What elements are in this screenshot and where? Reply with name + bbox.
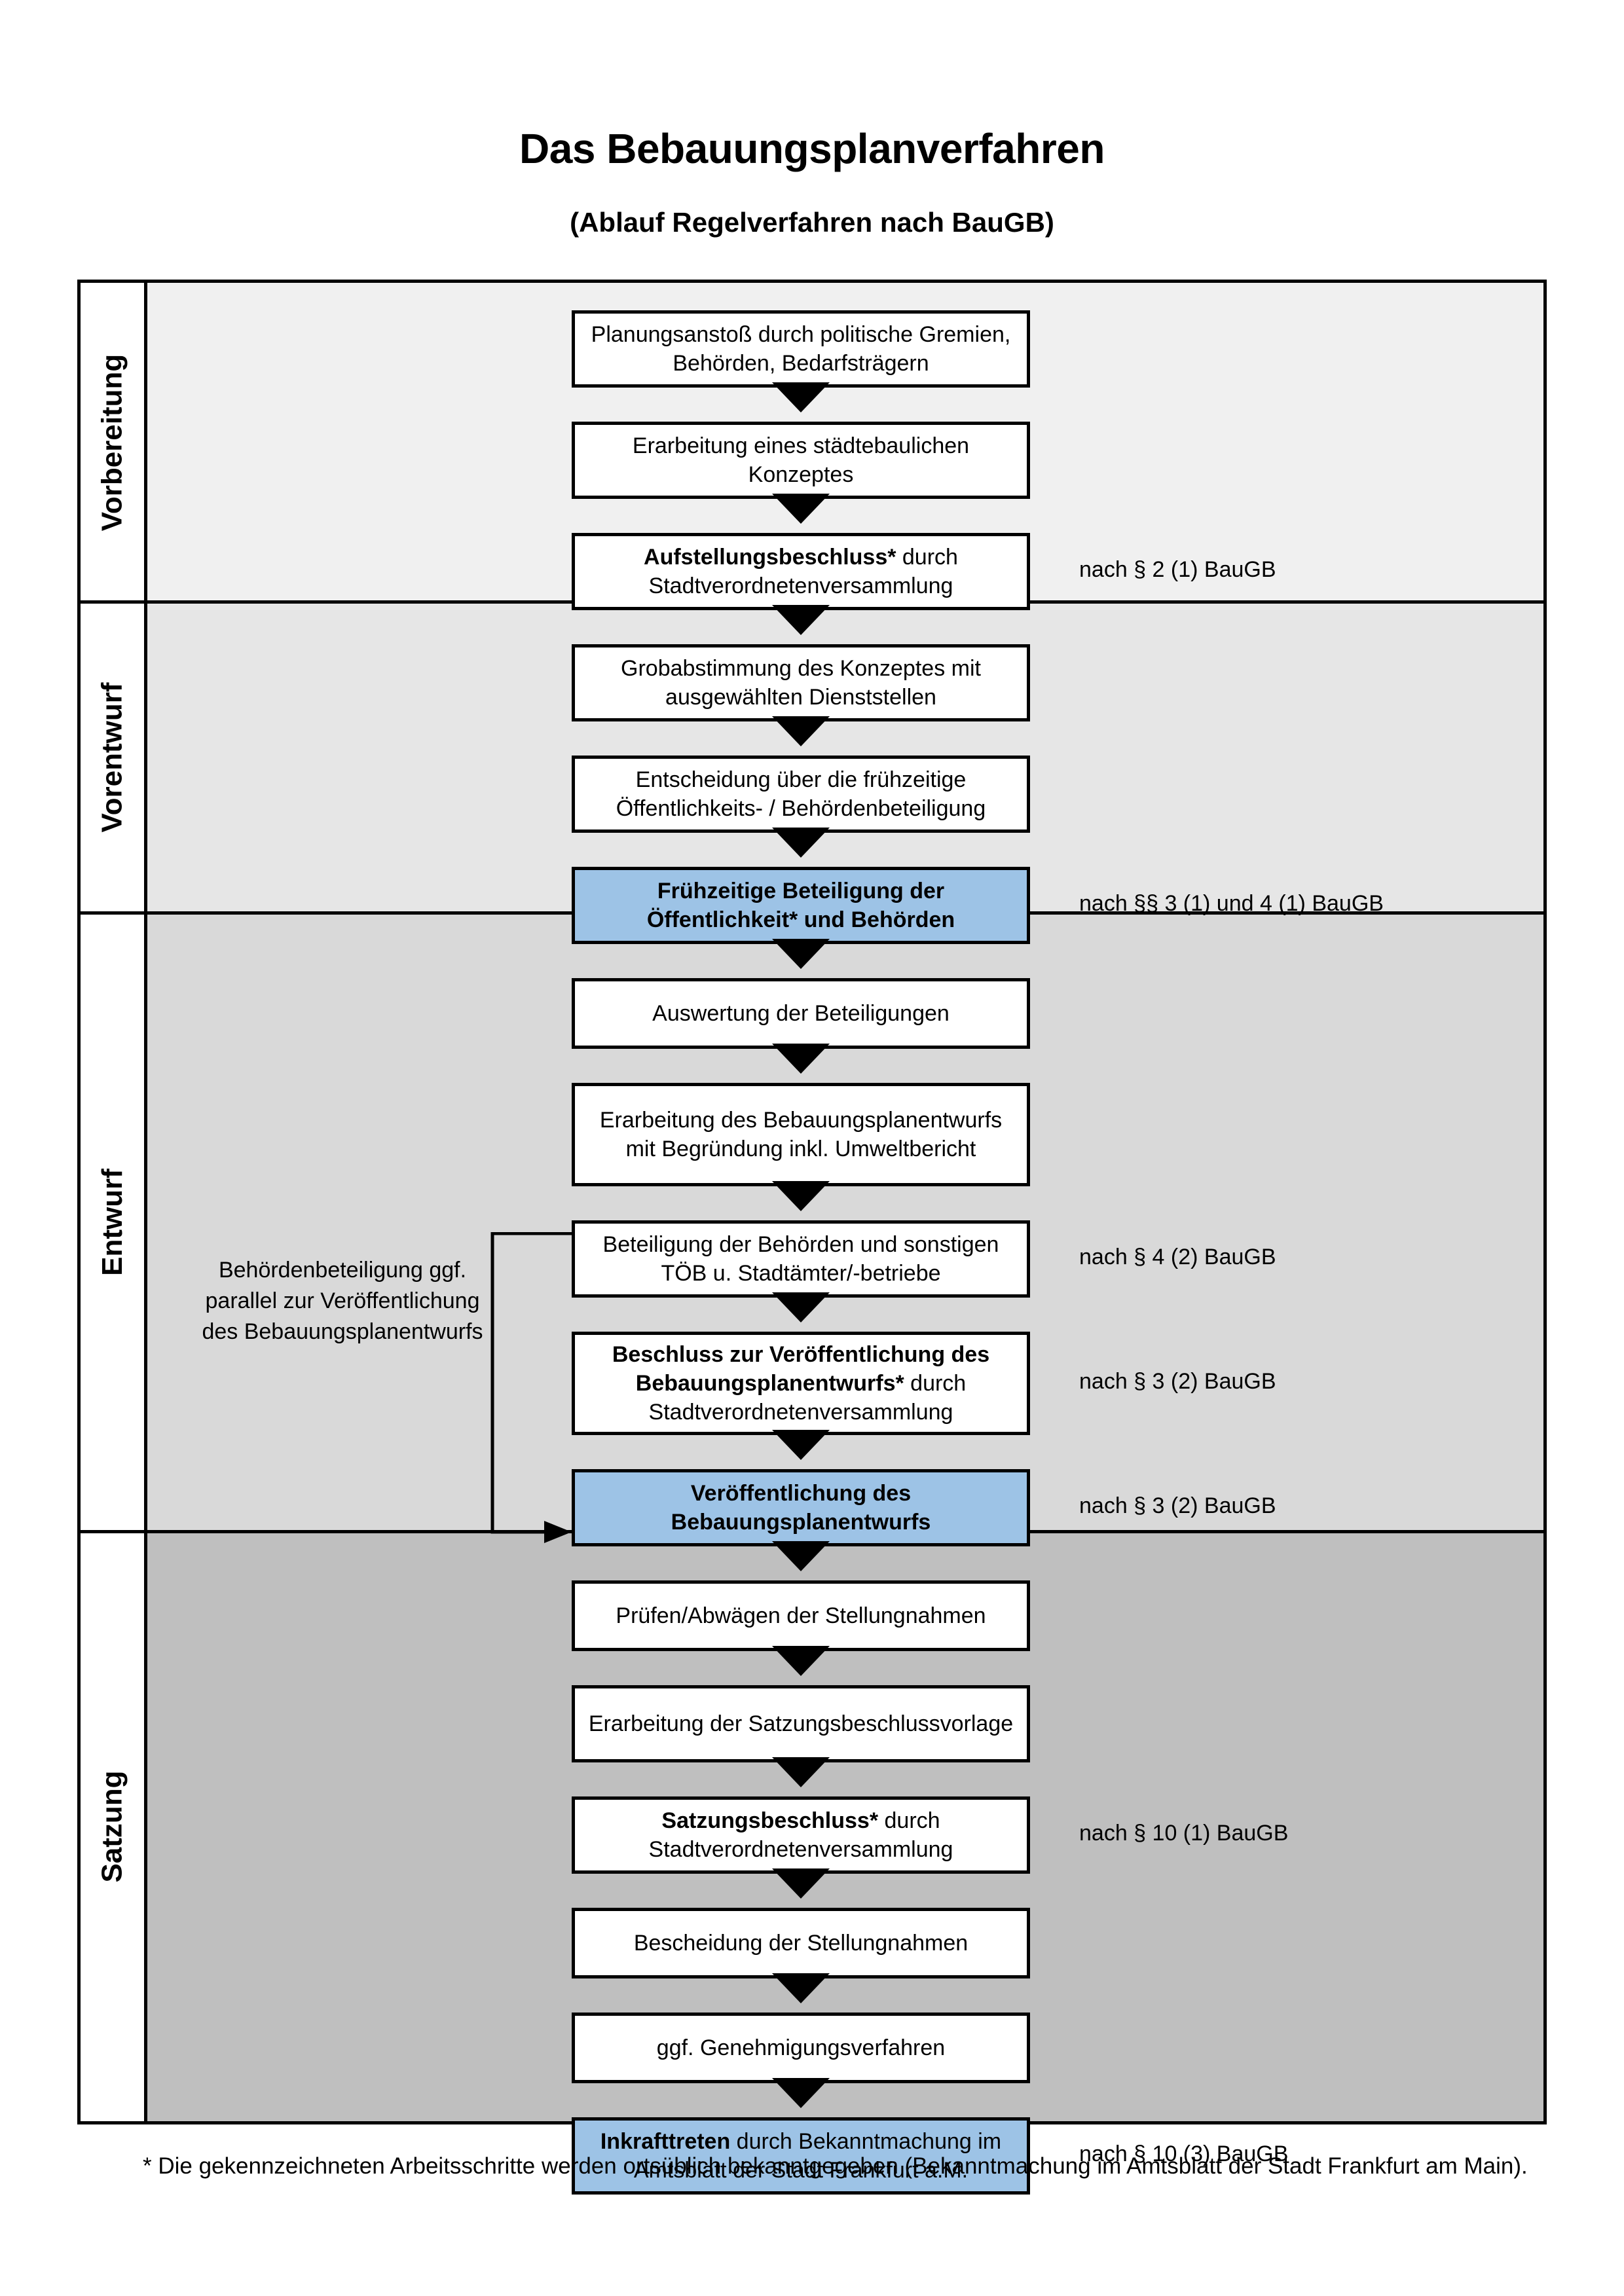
process-step-label: Bescheidung der Stellungnahmen (633, 1930, 969, 1956)
process-step-s1[interactable]: Planungsanstoß durch politische Gremien,… (572, 310, 1030, 388)
legal-reference-r2: nach §§ 3 (1) und 4 (1) BauGB (1079, 891, 1384, 916)
process-step-s10[interactable]: Beschluss zur Veröffentlichung des Bebau… (572, 1332, 1030, 1435)
flow-arrow-down (772, 382, 830, 412)
process-step-label: Prüfen/Abwägen der Stellungnahmen (616, 1603, 986, 1628)
legal-reference-r3: nach § 4 (2) BauGB (1079, 1245, 1276, 1269)
flow-arrow-down (772, 716, 830, 746)
process-step-s15[interactable]: Bescheidung der Stellungnahmen (572, 1908, 1030, 1978)
process-step-label: Beschluss zur Veröffentlichung des Bebau… (612, 1341, 990, 1425)
phase-label-text: Entwurf (96, 1168, 128, 1276)
legal-reference-r1: nach § 2 (1) BauGB (1079, 557, 1276, 582)
flow-arrow-down (772, 1044, 830, 1074)
flow-arrow-down (772, 2078, 830, 2108)
phase-label-satzung: Satzung (81, 1531, 147, 2121)
phase-label-vorbereitung: Vorbereitung (81, 283, 147, 602)
process-step-s16[interactable]: ggf. Genehmigungsverfahren (572, 2013, 1030, 2083)
process-step-s4[interactable]: Grobabstimmung des Konzeptes mit ausgewä… (572, 644, 1030, 721)
process-step-label: Inkrafttreten durch Bekanntmachung im Am… (600, 2128, 1002, 2183)
flow-arrow-down (772, 1430, 830, 1460)
phase-label-text: Satzung (96, 1770, 128, 1883)
process-step-label: Grobabstimmung des Konzeptes mit ausgewä… (621, 655, 981, 710)
page-title: Das Bebauungsplanverfahren (519, 125, 1105, 172)
flow-arrow-down (772, 939, 830, 969)
document-header: Das Bebauungsplanverfahren (Ablauf Regel… (0, 0, 1624, 238)
process-step-label: Auswertung der Beteiligungen (652, 1000, 950, 1026)
flow-arrow-down (772, 605, 830, 635)
legal-reference-r7: nach § 10 (3) BauGB (1079, 2141, 1289, 2166)
flow-arrow-down (772, 1973, 830, 2003)
phase-label-text: Vorentwurf (96, 682, 128, 832)
process-step-label: ggf. Genehmigungsverfahren (656, 2035, 946, 2060)
flow-arrow-down (772, 494, 830, 524)
process-step-s2[interactable]: Erarbeitung eines städtebaulichen Konzep… (572, 422, 1030, 499)
legal-reference-r6: nach § 10 (1) BauGB (1079, 1821, 1289, 1846)
footnote: * Die gekennzeichneten Arbeitsschritte w… (143, 2153, 1528, 2179)
process-step-s5[interactable]: Entscheidung über die frühzeitige Öffent… (572, 756, 1030, 833)
flow-arrow-down (772, 1541, 830, 1571)
process-step-label: Entscheidung über die frühzeitige Öffent… (616, 767, 986, 821)
process-step-s12[interactable]: Prüfen/Abwägen der Stellungnahmen (572, 1580, 1030, 1651)
process-step-label: Veröffentlichung des Bebauungsplanentwur… (671, 1480, 931, 1535)
side-annotation-behoerdenbeteiligung: Behördenbeteiligung ggf. parallel zur Ve… (202, 1258, 483, 1344)
process-step-s11[interactable]: Veröffentlichung des Bebauungsplanentwur… (572, 1469, 1030, 1546)
flow-arrow-down (772, 1868, 830, 1899)
page-subtitle: (Ablauf Regelverfahren nach BauGB) (570, 207, 1054, 238)
process-step-label: Frühzeitige Beteiligung der Öffentlichke… (646, 878, 955, 932)
process-step-label: Erarbeitung der Satzungsbeschlussvorlage (588, 1711, 1014, 1736)
process-step-s3[interactable]: Aufstellungsbeschluss* durch Stadtverord… (572, 533, 1030, 610)
process-step-s14[interactable]: Satzungsbeschluss* durch Stadtverordnete… (572, 1796, 1030, 1874)
phase-label-text: Vorbereitung (96, 354, 128, 531)
phase-label-entwurf: Entwurf (81, 913, 147, 1531)
process-step-label: Satzungsbeschluss* durch Stadtverordnete… (648, 1808, 953, 1862)
flow-arrow-down (772, 828, 830, 858)
process-step-label: Beteiligung der Behörden und sonstigen T… (602, 1231, 999, 1286)
legal-reference-r4: nach § 3 (2) BauGB (1079, 1369, 1276, 1394)
flow-arrow-down (772, 1292, 830, 1322)
process-step-label: Aufstellungsbeschluss* durch Stadtverord… (644, 544, 958, 598)
legal-reference-r5: nach § 3 (2) BauGB (1079, 1493, 1276, 1518)
process-step-s6[interactable]: Frühzeitige Beteiligung der Öffentlichke… (572, 867, 1030, 944)
process-step-s17[interactable]: Inkrafttreten durch Bekanntmachung im Am… (572, 2117, 1030, 2195)
flow-arrow-down (772, 1181, 830, 1211)
flow-arrow-down (772, 1646, 830, 1676)
phase-label-vorentwurf: Vorentwurf (81, 602, 147, 913)
process-step-s9[interactable]: Beteiligung der Behörden und sonstigen T… (572, 1220, 1030, 1298)
process-step-s7[interactable]: Auswertung der Beteiligungen (572, 978, 1030, 1049)
process-step-s13[interactable]: Erarbeitung der Satzungsbeschlussvorlage (572, 1685, 1030, 1762)
process-step-s8[interactable]: Erarbeitung des Bebauungsplanentwurfs mi… (572, 1083, 1030, 1186)
process-step-label: Erarbeitung des Bebauungsplanentwurfs mi… (599, 1107, 1003, 1161)
process-step-label: Planungsanstoß durch politische Gremien,… (591, 321, 1011, 376)
process-step-label: Erarbeitung eines städtebaulichen Konzep… (632, 433, 970, 487)
flow-arrow-down (772, 1757, 830, 1787)
